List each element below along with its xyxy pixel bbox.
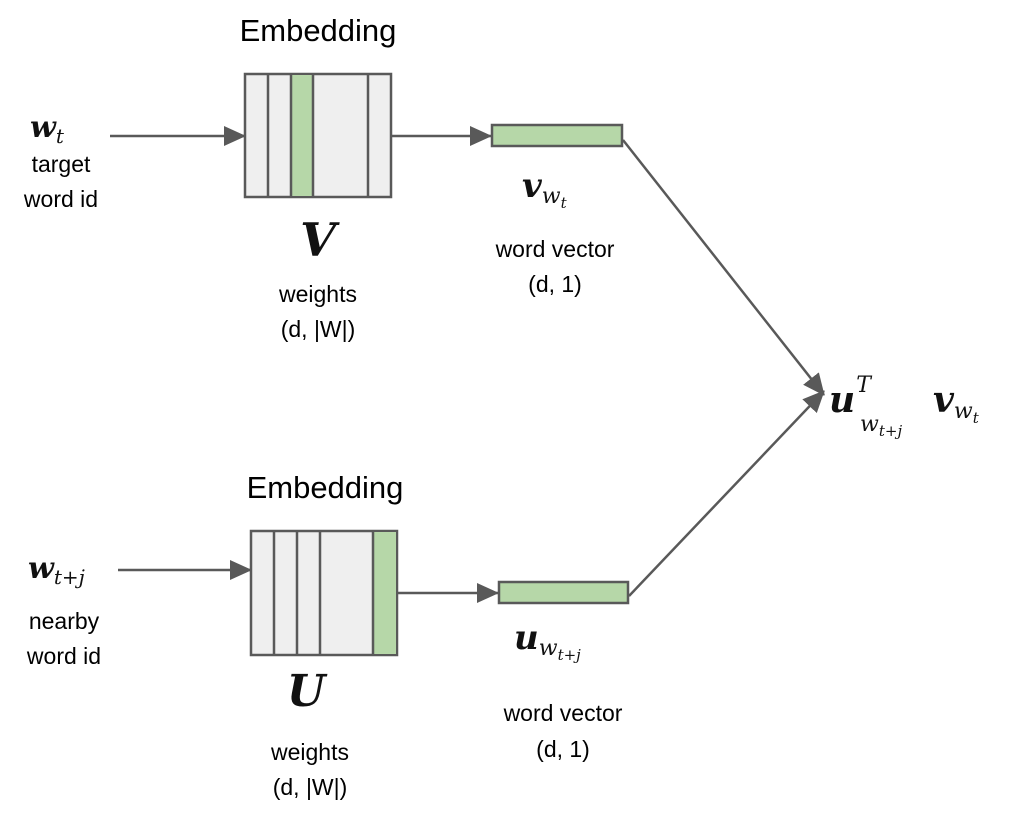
bottom-input-symbol: wt+j bbox=[28, 551, 85, 589]
bottom-vector-to-output-arrow bbox=[628, 390, 825, 597]
top-vector-sub-w: w bbox=[542, 184, 561, 209]
top-matrix-caption-1: weights bbox=[278, 281, 357, 307]
bottom-vector-caption-2: (d, 1) bbox=[536, 736, 590, 762]
top-input-caption-2: word id bbox=[23, 186, 98, 212]
output-v-sub-w: w bbox=[954, 399, 973, 424]
output-u-sub-w: w bbox=[860, 412, 879, 437]
top-matrix-V bbox=[243, 72, 393, 199]
top-vector-to-output-arrow bbox=[622, 139, 825, 396]
top-vector-symbol: vwt bbox=[522, 166, 568, 212]
bottom-embedding-label: Embedding bbox=[247, 470, 404, 505]
bottom-matrix-highlight-column bbox=[374, 532, 396, 654]
top-vector-v: v bbox=[522, 166, 543, 206]
svg-text:wt+j: wt+j bbox=[28, 551, 85, 589]
top-input-sub: t bbox=[56, 124, 65, 148]
svg-text:vwt: vwt bbox=[933, 379, 980, 427]
svg-text:wt+j: wt+j bbox=[860, 412, 902, 440]
bottom-vector-u: u bbox=[514, 618, 539, 658]
bottom-input-caption-1: nearby bbox=[29, 608, 100, 634]
top-matrix-symbol: V bbox=[300, 213, 340, 267]
top-vector-caption-2: (d, 1) bbox=[528, 271, 582, 297]
top-input-caption-1: target bbox=[32, 151, 91, 177]
top-matrix-frame bbox=[243, 72, 393, 199]
top-word-vector-box bbox=[490, 123, 624, 148]
top-input-w: w bbox=[30, 110, 57, 145]
bottom-vector-sub-w: w bbox=[539, 636, 558, 661]
svg-text:uT: uT bbox=[829, 373, 873, 421]
bottom-input-caption-2: word id bbox=[26, 643, 101, 669]
bottom-vector-symbol: uwt+j bbox=[514, 618, 581, 664]
svg-text:wt: wt bbox=[30, 110, 65, 148]
output-u-sub-tj: t+j bbox=[879, 422, 903, 440]
top-vector-caption-1: word vector bbox=[495, 236, 615, 262]
bottom-word-vector-box bbox=[497, 580, 630, 605]
top-embedding-label: Embedding bbox=[240, 13, 397, 48]
bottom-matrix-caption-1: weights bbox=[270, 739, 349, 765]
bottom-matrix-U bbox=[249, 529, 399, 657]
output-v-sub-t: t bbox=[973, 409, 980, 427]
top-vector-sub-t: t bbox=[561, 194, 568, 212]
top-input-symbol: wt bbox=[30, 110, 65, 148]
top-matrix-highlight-column bbox=[291, 75, 313, 196]
output-v: v bbox=[933, 379, 955, 421]
bottom-input-w: w bbox=[28, 551, 55, 586]
top-matrix-caption-2: (d, |W|) bbox=[281, 316, 356, 342]
bottom-vector-sub-tj: t+j bbox=[558, 646, 582, 664]
output-u: u bbox=[829, 379, 855, 421]
bottom-matrix-caption-2: (d, |W|) bbox=[273, 774, 348, 800]
bottom-matrix-symbol: U bbox=[287, 666, 328, 717]
bottom-vector-caption-1: word vector bbox=[503, 700, 623, 726]
output-dot-product: uT wt+j vwt bbox=[829, 373, 980, 440]
bottom-input-sub: t+j bbox=[54, 565, 85, 589]
output-superscript-T: T bbox=[856, 373, 873, 398]
